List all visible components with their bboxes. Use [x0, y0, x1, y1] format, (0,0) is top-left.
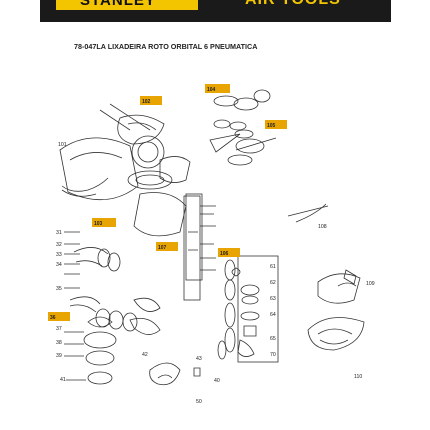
callout-110: 110 [354, 374, 362, 380]
callout-109: 109 [366, 281, 375, 287]
callout-103: 103 [94, 221, 103, 227]
callout-34: 34 [56, 262, 62, 268]
callout-33: 33 [56, 252, 62, 258]
callout-36: 36 [50, 315, 56, 321]
callout-70: 70 [270, 352, 276, 358]
callout-41: 41 [60, 377, 66, 383]
callout-101: 101 [58, 142, 67, 148]
brand-logo: STANLEY [56, 0, 198, 10]
brand-banner: STANLEY AIR TOOLS [40, 0, 391, 22]
callout-40: 40 [214, 378, 220, 384]
callout-37: 37 [56, 326, 62, 332]
category-label: AIR TOOLS [245, 0, 341, 9]
callout-63: 63 [270, 296, 276, 302]
callout-105: 105 [267, 123, 276, 129]
callout-39: 39 [56, 353, 62, 359]
callout-106: 106 [220, 251, 229, 257]
callout-107: 107 [158, 245, 167, 251]
brand-name: STANLEY [80, 0, 156, 9]
document-title: 78-047LA LIXADEIRA ROTO ORBITAL 6 PNEUMA… [74, 42, 258, 51]
callout-31: 31 [56, 230, 62, 236]
callout-50: 50 [196, 399, 202, 405]
callout-61: 61 [270, 264, 276, 270]
callout-102: 102 [142, 99, 151, 105]
callout-65: 65 [270, 336, 276, 342]
callout-108: 108 [318, 224, 327, 230]
callout-64: 64 [270, 312, 276, 318]
callout-104: 104 [207, 87, 216, 93]
callout-38: 38 [56, 340, 62, 346]
callout-62: 62 [270, 280, 276, 286]
callout-43: 43 [196, 356, 202, 362]
callout-35: 35 [56, 286, 62, 292]
callout-42: 42 [142, 352, 148, 358]
callout-32: 32 [56, 242, 62, 248]
